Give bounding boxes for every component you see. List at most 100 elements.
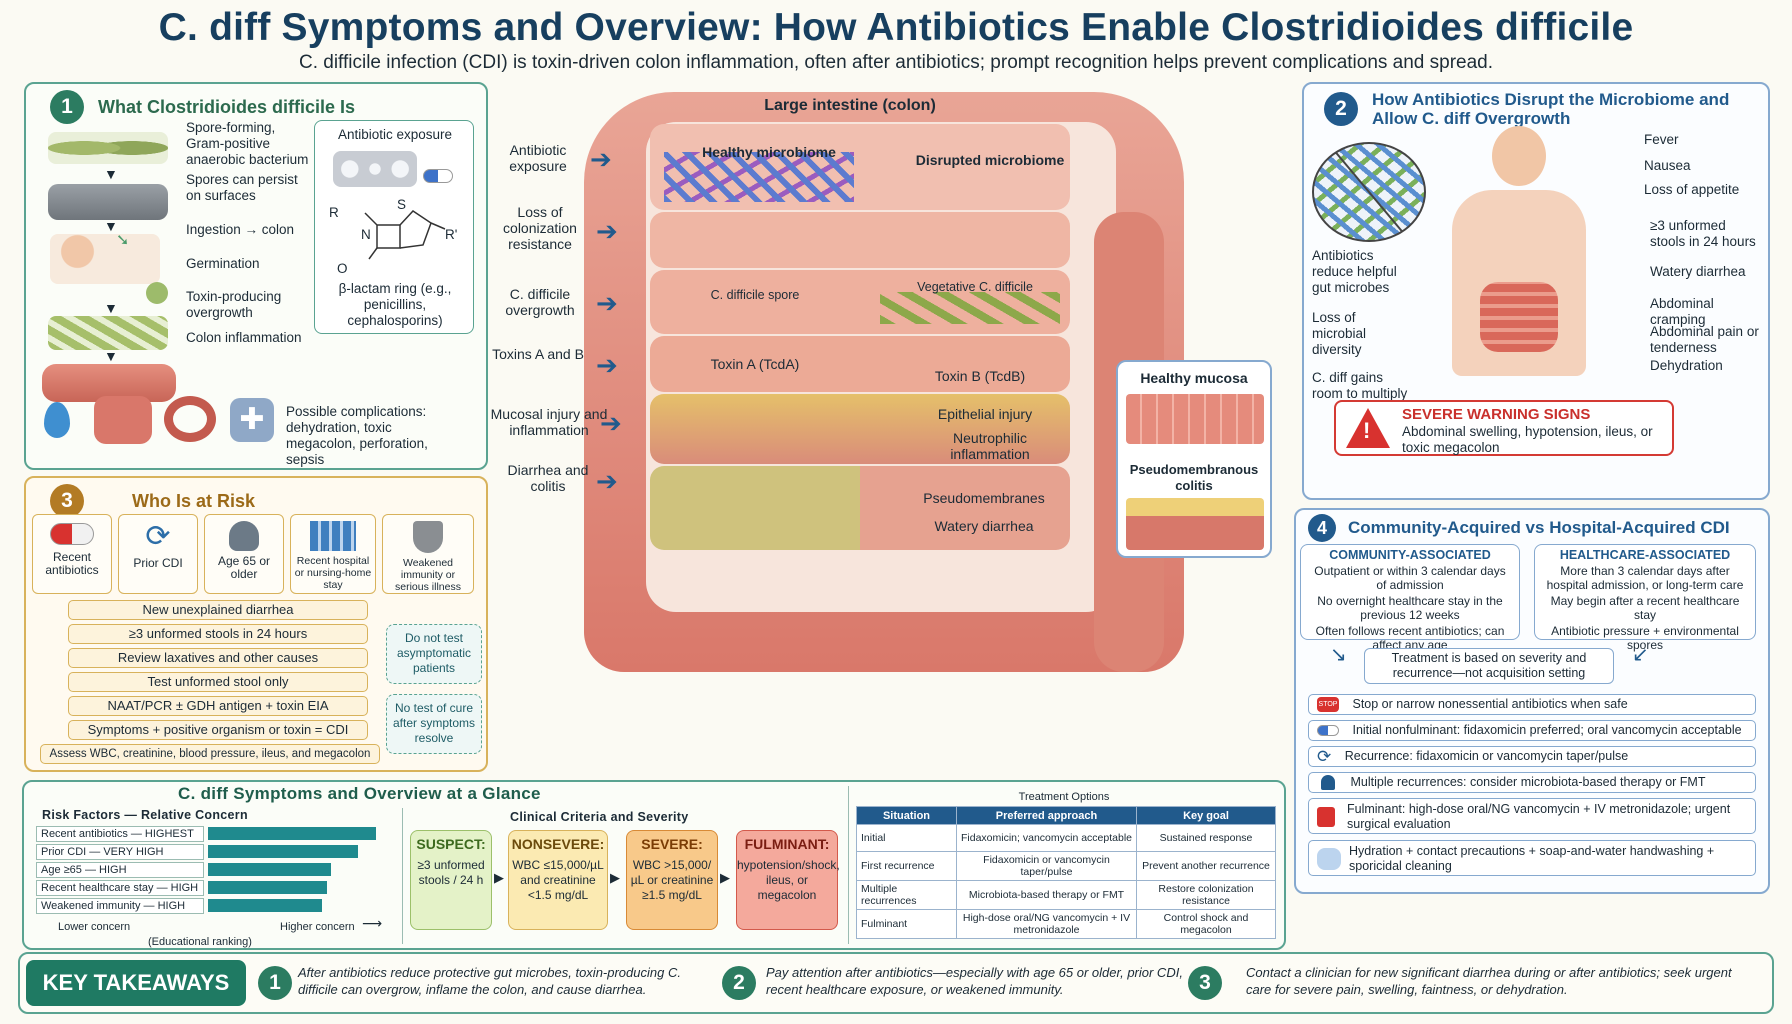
treatment-row: Initial nonfulminant: fidaxomicin prefer… [1308, 720, 1756, 741]
treatment-text: Stop or narrow nonessential antibiotics … [1352, 697, 1628, 711]
inner-label: Watery diarrhea [934, 518, 1034, 534]
takeaway-number: 1 [258, 966, 292, 1000]
severity-fulminant: FULMINANT: hypotension/shock, ileus, or … [736, 830, 840, 930]
door-handle-icon [48, 184, 168, 220]
r-prime-group: R' [445, 227, 458, 242]
diagnostic-step: Review laxatives and other causes [68, 648, 368, 668]
table-row: First recurrence Fidaxomicin or vancomyc… [856, 851, 1276, 881]
card-label: Recent hospital or nursing-home stay [294, 555, 372, 591]
diagnostic-step: NAAT/PCR ± GDH antigen + toxin EIA [68, 696, 368, 716]
beta-lactam-structure [364, 210, 446, 260]
risk-label: Recent antibiotics — HIGHEST [36, 826, 204, 842]
column-header: Key goal [1136, 806, 1276, 825]
table-cell: Multiple recurrences [856, 880, 957, 910]
mucosa-comparison: Healthy mucosa Pseudomembranous colitis [1116, 360, 1272, 558]
inner-label: Neutrophilic inflammation [950, 430, 1030, 462]
segment-spores [650, 212, 1070, 268]
takeaway-text: Pay attention after antibiotics—especial… [766, 965, 1183, 997]
risk-label: Age ≥65 — HIGH [36, 862, 204, 878]
n-atom: N [361, 227, 371, 242]
card-label: Age 65 or older [217, 554, 271, 581]
glance-divider [848, 786, 849, 944]
glance-divider [402, 808, 403, 944]
healthy-mucosa-image [1126, 394, 1264, 444]
panel-community-vs-hospital: 4 Community-Acquired vs Hospital-Acquire… [1294, 508, 1770, 894]
page-title: C. diff Symptoms and Overview: How Antib… [158, 6, 1634, 49]
inner-label: Pseudomembranes [923, 490, 1045, 506]
card-label: Recent antibiotics [45, 550, 99, 577]
capsule-icon [1317, 725, 1339, 737]
treatment-text: Hydration + contact precautions + soap-a… [1349, 844, 1715, 873]
flow-arrow: ▼ [104, 300, 118, 316]
takeaway-number: 2 [722, 966, 756, 1000]
pointer-arrow: ➔ [600, 408, 622, 438]
capsule-icon [423, 169, 453, 183]
criteria-title: Clinical Criteria and Severity [510, 810, 689, 824]
treatment-row: Fulminant: high-dose oral/NG vancomycin … [1308, 798, 1756, 834]
pointer-arrow: ➔ [596, 466, 618, 496]
table-cell: Prevent another recurrence [1136, 851, 1276, 881]
colon-icon [42, 364, 176, 402]
inner-label: Toxin A (TcdA) [710, 356, 800, 372]
hospital-icon [310, 521, 356, 551]
treatment-text: Fulminant: high-dose oral/NG vancomycin … [1347, 802, 1731, 831]
severity-suspect: SUSPECT: ≥3 unformed stools / 24 h [410, 830, 492, 930]
treatment-text: Recurrence: fidaxomicin or vancomycin ta… [1344, 749, 1629, 763]
symptom-item: Abdominal cramping [1650, 296, 1714, 327]
emergency-icon [1317, 807, 1335, 827]
column-header: Situation [856, 806, 957, 825]
recurrence-icon: ⟳ [1317, 747, 1332, 767]
arrow-icon: ▶ [610, 870, 620, 885]
key-takeaways-label: KEY TAKEAWAYS [26, 960, 246, 1006]
diagnostic-step: Test unformed stool only [68, 672, 368, 692]
r-group: R [329, 205, 339, 220]
arrow-right-icon: ↙ [1632, 644, 1649, 666]
panel-title: Who Is at Risk [132, 490, 256, 511]
note-no-test-of-cure: No test of cure after symptoms resolve [386, 694, 482, 754]
table-cell: Initial [856, 824, 957, 852]
s-atom: S [397, 197, 407, 212]
key-takeaways-bar: KEY TAKEAWAYS 1 After antibiotics reduce… [18, 952, 1774, 1014]
treatment-text: Initial nonfulminant: fidaxomicin prefer… [1352, 723, 1742, 737]
takeaway-text: Contact a clinician for new significant … [1246, 965, 1732, 997]
risk-card-hospital: Recent hospital or nursing-home stay [290, 514, 376, 594]
complications-text: Possible complications: dehydration, tox… [286, 404, 428, 467]
flow-arrow: ▼ [104, 218, 118, 234]
inner-label: Vegetative C. difficile [917, 280, 1033, 294]
panel-title: What Clostridioides difficile Is [98, 96, 356, 117]
risk-label: Weakened immunity — HIGH [36, 898, 204, 914]
symptom-item: ≥3 unformed stools in 24 hours [1650, 218, 1756, 249]
warning-triangle-icon [1346, 408, 1390, 448]
table-cell: Fidaxomicin; vancomycin acceptable [956, 824, 1137, 852]
card-label: Weakened immunity or serious illness [395, 557, 461, 593]
treatment-table: Situation Preferred approach Key goal In… [856, 806, 1276, 939]
axis-arrow-icon: ⟶ [362, 915, 383, 931]
treatment-row: ⟳ Recurrence: fidaxomicin or vancomycin … [1308, 746, 1756, 767]
flow-arrow: ➘ [116, 232, 130, 249]
severity-name: NONSEVERE: [511, 836, 605, 852]
fact-item: Ingestion → colon [186, 222, 295, 237]
mechanism-item: Antibiotics reduce helpful gut microbes [1312, 248, 1397, 295]
arrow-icon: ▶ [494, 870, 504, 885]
diagnostic-step: ≥3 unformed stools in 24 hours [68, 624, 368, 644]
card-label: Prior CDI [133, 556, 183, 570]
box-item: Antibiotic pressure + environmental spor… [1551, 624, 1739, 652]
treatment-row: STOP Stop or narrow nonessential antibio… [1308, 694, 1756, 715]
inner-label: Healthy microbiome [702, 144, 836, 160]
vegetative-cdiff-cluster [880, 292, 1060, 324]
recurrence-icon: ⟳ [145, 520, 171, 553]
fact-item: Spores can persist on surfaces [186, 172, 298, 203]
person-ingestion-icon [50, 234, 160, 284]
segment-diarrhea [650, 466, 1070, 550]
severity-nonsevere: NONSEVERE: WBC ≤15,000/µL and creatinine… [508, 830, 608, 930]
segment-toxins [650, 336, 1070, 392]
takeaway-number: 3 [1188, 966, 1222, 1000]
panel-what-is: 1 What Clostridioides difficile Is ▼ ▼ ▼… [24, 82, 488, 470]
box-title: Antibiotic exposure [337, 127, 453, 142]
arrow-icon: ▶ [720, 870, 730, 885]
colon-stage-label: Loss of colonization resistance [503, 204, 577, 252]
risk-card-age: Age 65 or older [204, 514, 284, 594]
risk-bar [208, 827, 376, 840]
inner-label: Toxin B (TcdB) [934, 368, 1026, 384]
healthy-mucosa-label: Healthy mucosa [1140, 370, 1248, 386]
